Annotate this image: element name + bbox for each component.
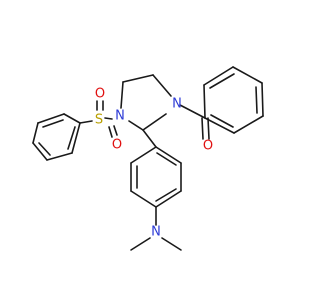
bond — [233, 115, 264, 134]
nitrogen-atom-label: N — [115, 109, 125, 124]
bond — [232, 66, 263, 84]
bond — [209, 73, 235, 89]
bond — [104, 117, 113, 120]
bond — [210, 114, 234, 128]
oxygen-atom-label: O — [95, 87, 105, 102]
bond — [108, 126, 113, 138]
bond — [38, 142, 51, 156]
bond — [42, 119, 64, 128]
bond — [120, 81, 124, 109]
bond — [46, 152, 73, 161]
bond — [32, 142, 48, 161]
bond — [142, 129, 157, 148]
chemical-structure: N N S O O O N — [32, 66, 264, 251]
bond — [130, 146, 157, 164]
bond — [179, 104, 206, 119]
bond — [63, 113, 81, 124]
nitrogen-atom-label: N — [172, 97, 182, 112]
bond — [67, 126, 76, 150]
sulfur-atom-label: S — [95, 113, 103, 128]
bond — [152, 74, 172, 97]
oxygen-atom-label: O — [203, 139, 213, 154]
bond — [128, 120, 144, 131]
atom-labels: N N S O O O N — [95, 87, 213, 240]
bonds — [32, 66, 264, 251]
nitrogen-atom-label: N — [151, 225, 161, 240]
bond — [130, 190, 157, 208]
bond — [155, 188, 177, 202]
bond — [207, 117, 210, 140]
bond — [142, 113, 167, 131]
bond — [37, 113, 65, 124]
bond — [204, 117, 235, 134]
bond — [122, 74, 154, 83]
bond — [255, 86, 258, 114]
bond — [203, 66, 234, 86]
bond — [130, 237, 151, 251]
bond — [32, 122, 39, 144]
bond — [201, 117, 204, 140]
bond — [71, 122, 81, 154]
bond — [113, 125, 118, 136]
bond — [261, 82, 264, 117]
bond — [203, 84, 206, 119]
oxygen-atom-label: O — [112, 138, 122, 153]
bond — [161, 237, 182, 251]
bond — [79, 120, 93, 124]
bond — [155, 146, 182, 164]
bond — [155, 190, 182, 208]
bond — [156, 152, 177, 166]
